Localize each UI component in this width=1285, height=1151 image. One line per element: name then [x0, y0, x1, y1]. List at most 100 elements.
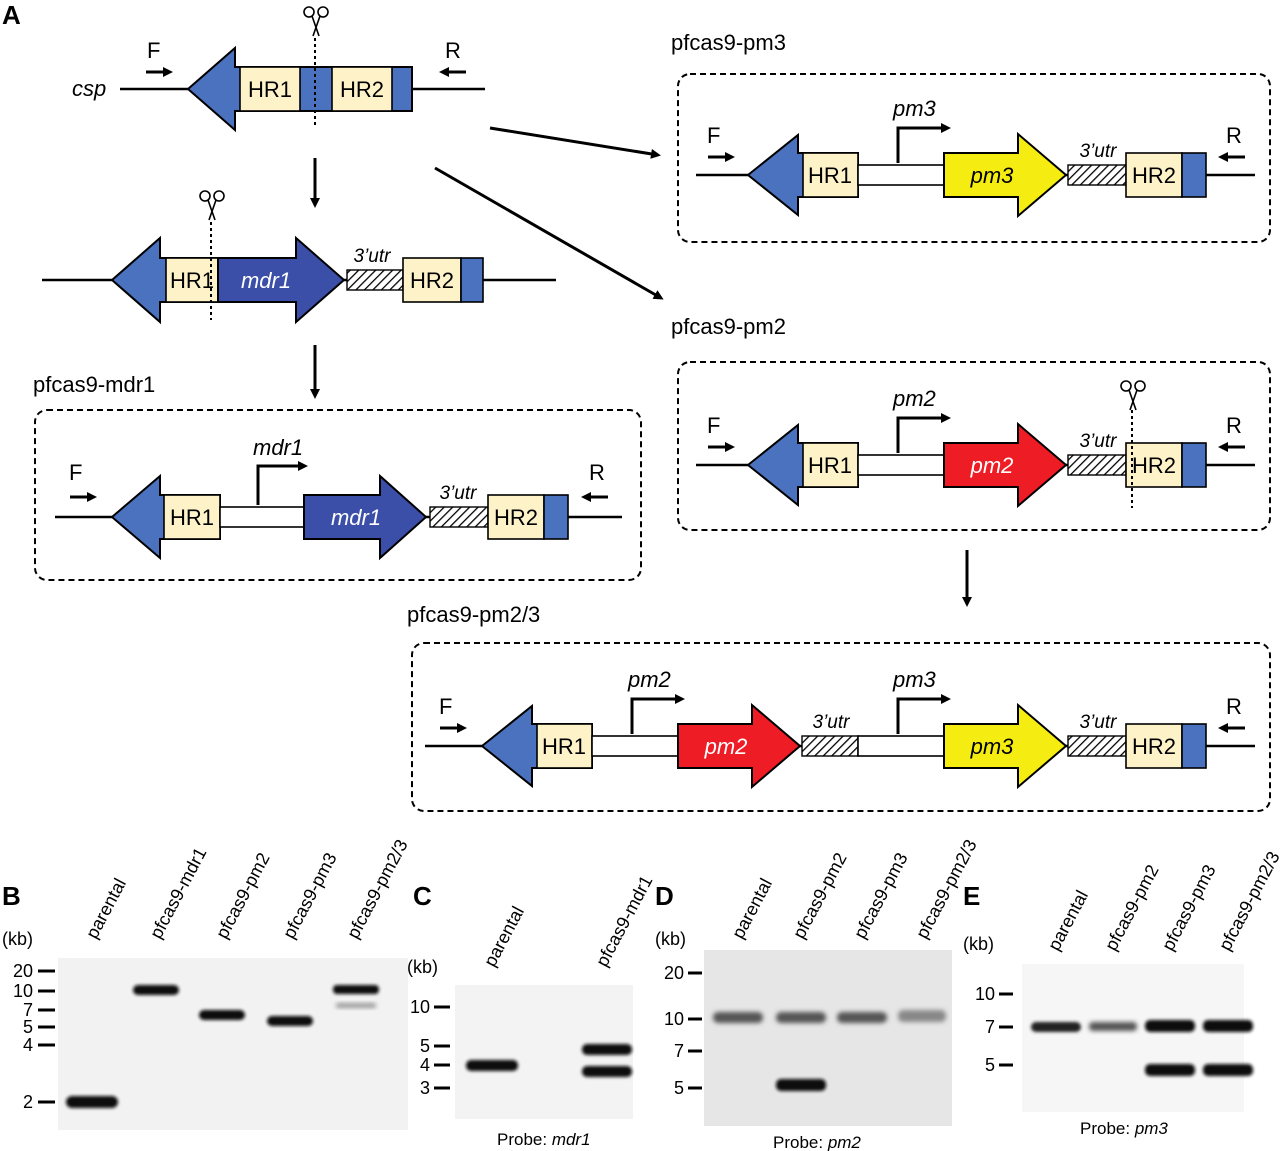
svg-text:(kb): (kb) — [655, 929, 686, 949]
panel-label-c: C — [413, 881, 432, 911]
svg-text:F: F — [707, 413, 720, 438]
csp-label: csp — [72, 76, 106, 101]
hr2-label: HR2 — [340, 77, 384, 102]
svg-text:10: 10 — [664, 1009, 684, 1029]
hr1-label: HR1 — [248, 77, 292, 102]
svg-text:4: 4 — [420, 1055, 430, 1075]
svg-text:5: 5 — [674, 1078, 684, 1098]
svg-text:20: 20 — [664, 963, 684, 983]
panel-label-e: E — [963, 881, 980, 911]
construct-title-pm2: pfcas9-pm2 — [671, 314, 786, 339]
svg-text:7: 7 — [23, 1000, 33, 1020]
svg-text:parental: parental — [480, 903, 528, 970]
svg-text:pm3: pm3 — [970, 163, 1015, 188]
svg-text:3’utr: 3’utr — [1080, 712, 1118, 733]
svg-text:7: 7 — [985, 1017, 995, 1037]
mdr1-intermediate: HR1 mdr1 3’utr HR2 — [42, 190, 556, 325]
scissors-icon — [199, 190, 225, 221]
csp-locus: HR1 HR2 csp F R — [72, 6, 485, 133]
svg-text:5: 5 — [985, 1055, 995, 1075]
construct-title-pm23: pfcas9-pm2/3 — [407, 602, 540, 627]
flow-arrow — [489, 126, 661, 159]
svg-text:3: 3 — [420, 1078, 430, 1098]
svg-text:HR2: HR2 — [1132, 163, 1176, 188]
pfcas9-mdr1-construct: HR1 mdr1 3’utr HR2 mdr1 F R — [34, 409, 642, 581]
svg-text:20: 20 — [13, 961, 33, 981]
svg-text:(kb): (kb) — [407, 957, 438, 977]
probe-label-c: Probe: mdr1 — [497, 1130, 591, 1149]
svg-text:HR1: HR1 — [808, 453, 852, 478]
svg-text:mdr1: mdr1 — [253, 435, 303, 460]
construct-title-pm3: pfcas9-pm3 — [671, 30, 786, 55]
svg-text:pfcas9-pm3: pfcas9-pm3 — [279, 849, 341, 941]
svg-text:mdr1: mdr1 — [331, 505, 381, 530]
svg-text:R: R — [1226, 694, 1242, 719]
primer-f-label: F — [147, 38, 160, 63]
svg-text:parental: parental — [82, 875, 130, 942]
svg-text:3’utr: 3’utr — [440, 483, 478, 504]
svg-text:R: R — [589, 460, 605, 485]
svg-text:3’utr: 3’utr — [1080, 141, 1118, 162]
probe-label-e: Probe: pm3 — [1080, 1119, 1168, 1138]
pfcas9-pm3-construct: HR1 pm3 3’utr HR2 pm3 F R — [677, 73, 1271, 243]
svg-text:pm3: pm3 — [892, 667, 937, 692]
svg-text:10: 10 — [410, 997, 430, 1017]
svg-text:pm3: pm3 — [892, 96, 937, 121]
svg-text:HR2: HR2 — [1132, 453, 1176, 478]
pfcas9-pm23-construct: HR1 pm2 3’utr pm3 3’utr HR2 pm2 pm3 F R — [411, 642, 1271, 812]
svg-text:3’utr: 3’utr — [813, 712, 851, 733]
construct-title-mdr1: pfcas9-mdr1 — [33, 372, 155, 397]
svg-text:R: R — [1226, 413, 1242, 438]
svg-text:pfcas9-pm3: pfcas9-pm3 — [1158, 861, 1220, 953]
svg-text:pm2: pm2 — [627, 667, 671, 692]
svg-text:pfcas9-pm2: pfcas9-pm2 — [212, 849, 274, 941]
svg-text:R: R — [1226, 123, 1242, 148]
svg-text:pfcas9-mdr1: pfcas9-mdr1 — [146, 844, 211, 942]
svg-text:HR1: HR1 — [542, 734, 586, 759]
svg-text:pfcas9-pm2/3: pfcas9-pm2/3 — [1215, 848, 1284, 954]
flow-arrow — [434, 166, 664, 300]
svg-text:HR1: HR1 — [170, 268, 214, 293]
scissors-icon — [303, 6, 329, 37]
primer-r-label: R — [445, 38, 461, 63]
pfcas9-pm2-construct: HR1 pm2 3’utr HR2 pm2 F R — [677, 361, 1271, 531]
svg-text:10: 10 — [975, 984, 995, 1004]
svg-text:mdr1: mdr1 — [241, 268, 291, 293]
svg-text:pm3: pm3 — [970, 734, 1015, 759]
svg-text:pm2: pm2 — [892, 386, 936, 411]
svg-text:(kb): (kb) — [963, 934, 994, 954]
svg-text:4: 4 — [23, 1035, 33, 1055]
svg-text:parental: parental — [1044, 887, 1092, 954]
panel-label-d: D — [655, 881, 674, 911]
svg-text:10: 10 — [13, 981, 33, 1001]
svg-text:7: 7 — [674, 1041, 684, 1061]
svg-text:F: F — [707, 123, 720, 148]
svg-text:HR1: HR1 — [808, 163, 852, 188]
gel-c: 10 5 4 3 parental pfcas9-mdr1 Probe: mdr… — [410, 872, 657, 1149]
svg-text:3’utr: 3’utr — [1080, 431, 1118, 452]
panel-label-a: A — [2, 0, 21, 30]
svg-text:pfcas9-pm2: pfcas9-pm2 — [1101, 861, 1163, 953]
svg-text:2: 2 — [23, 1092, 33, 1112]
kb-label: (kb) — [2, 929, 33, 949]
svg-text:HR2: HR2 — [1132, 734, 1176, 759]
svg-text:pm2: pm2 — [970, 453, 1014, 478]
svg-text:HR2: HR2 — [494, 505, 538, 530]
svg-text:pfcas9-pm3: pfcas9-pm3 — [850, 849, 912, 941]
svg-text:5: 5 — [23, 1017, 33, 1037]
scissors-icon — [1120, 380, 1146, 411]
panel-label-b: B — [2, 881, 21, 911]
gel-d: 20 10 7 5 parental pfcas9-pm2 pfcas9-pm3… — [664, 836, 981, 1151]
svg-text:pm2: pm2 — [704, 734, 748, 759]
svg-text:pfcas9-pm2/3: pfcas9-pm2/3 — [343, 836, 412, 942]
svg-text:F: F — [69, 460, 82, 485]
gel-e: 10 7 5 parental pfcas9-pm2 pfcas9-pm3 pf… — [975, 848, 1284, 1138]
svg-text:3’utr: 3’utr — [354, 246, 392, 267]
svg-text:pfcas9-pm2: pfcas9-pm2 — [789, 849, 851, 941]
svg-text:HR2: HR2 — [410, 268, 454, 293]
svg-text:pfcas9-mdr1: pfcas9-mdr1 — [592, 872, 657, 970]
svg-text:F: F — [439, 694, 452, 719]
svg-text:HR1: HR1 — [170, 505, 214, 530]
svg-text:parental: parental — [728, 875, 776, 942]
